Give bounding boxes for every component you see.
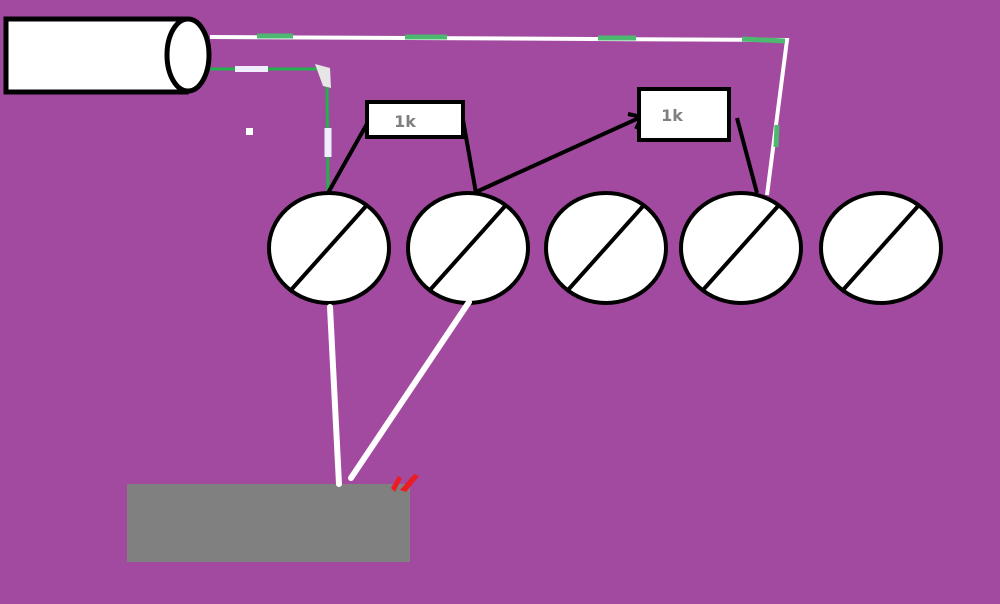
screw-slot-icon (289, 203, 369, 292)
screw-slot-icon (701, 203, 781, 292)
screw-terminal-2 (406, 191, 530, 305)
down-wires (327, 299, 472, 487)
screw-slot-icon (841, 203, 921, 292)
screw-terminal-1 (267, 191, 391, 305)
screw-terminal-5 (819, 191, 943, 305)
screw-slot-icon (566, 203, 646, 292)
terminal-row (267, 191, 943, 305)
resistor-2: 1k (637, 87, 731, 142)
screw-slot-icon (428, 203, 508, 292)
resistor-2-label: 1k (661, 106, 683, 125)
base-block (127, 484, 410, 562)
resistor-1: 1k (365, 100, 465, 139)
green-wire (210, 64, 332, 196)
red-marks (391, 474, 419, 492)
top-wire (209, 33, 790, 196)
screw-terminal-4 (679, 191, 803, 305)
connector-cylinder (3, 16, 212, 95)
screw-terminal-3 (544, 191, 668, 305)
resistor-1-label: 1k (394, 112, 416, 131)
resistor-leads (326, 112, 759, 194)
